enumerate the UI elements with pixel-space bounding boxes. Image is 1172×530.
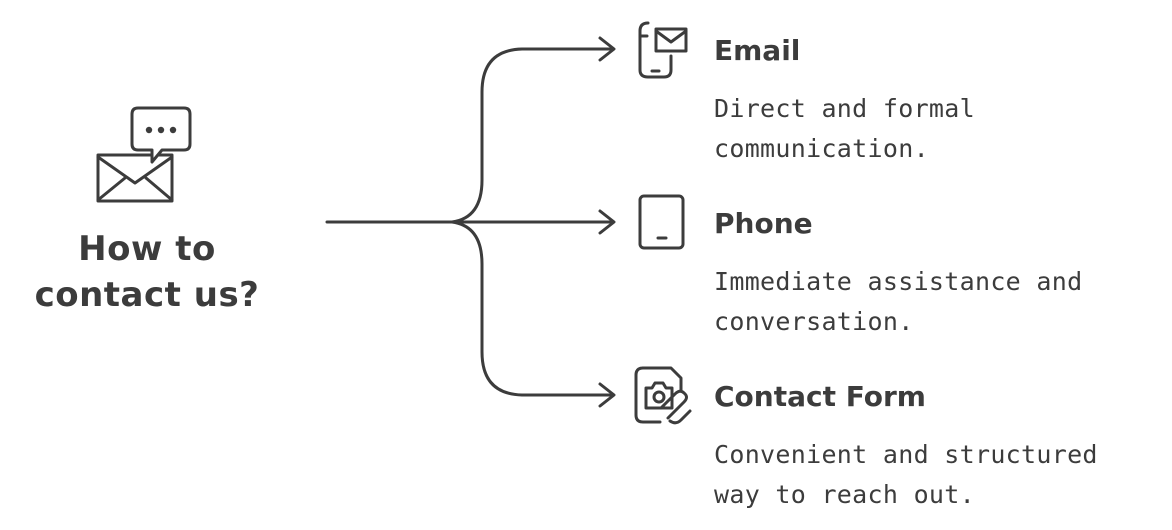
option-email-description: Direct and formal communication.	[714, 89, 1164, 169]
mail-chat-icon	[96, 106, 192, 203]
branch-connectors	[325, 36, 616, 408]
arrowhead-contact-form	[598, 382, 616, 408]
arrowhead-phone	[598, 209, 616, 235]
option-email-description-line-1: Direct and formal	[714, 94, 975, 123]
option-email-description-line-2: communication.	[714, 134, 929, 163]
option-contact-form-description: Convenient and structured way to reach o…	[714, 435, 1164, 515]
option-phone-description-line-1: Immediate assistance and	[714, 267, 1083, 296]
mobile-mail-icon	[638, 21, 688, 79]
option-phone-description: Immediate assistance and conversation.	[714, 262, 1164, 342]
option-phone-title: Phone	[714, 207, 813, 240]
option-contact-form-title: Contact Form	[714, 380, 926, 413]
branch-to-email	[450, 47, 614, 224]
option-email-title: Email	[714, 34, 801, 67]
option-phone-description-line-2: conversation.	[714, 307, 914, 336]
option-contact-form-description-line-2: way to reach out.	[714, 480, 975, 509]
option-contact-form-description-line-1: Convenient and structured	[714, 440, 1098, 469]
arrowhead-email	[598, 36, 616, 62]
center-title: How to contact us?	[12, 226, 282, 318]
phone-icon	[638, 194, 685, 250]
form-camera-attachment-icon	[634, 366, 692, 425]
center-title-line-1: How to	[78, 229, 216, 269]
branch-to-contact-form	[450, 220, 614, 397]
center-title-line-2: contact us?	[34, 275, 260, 315]
